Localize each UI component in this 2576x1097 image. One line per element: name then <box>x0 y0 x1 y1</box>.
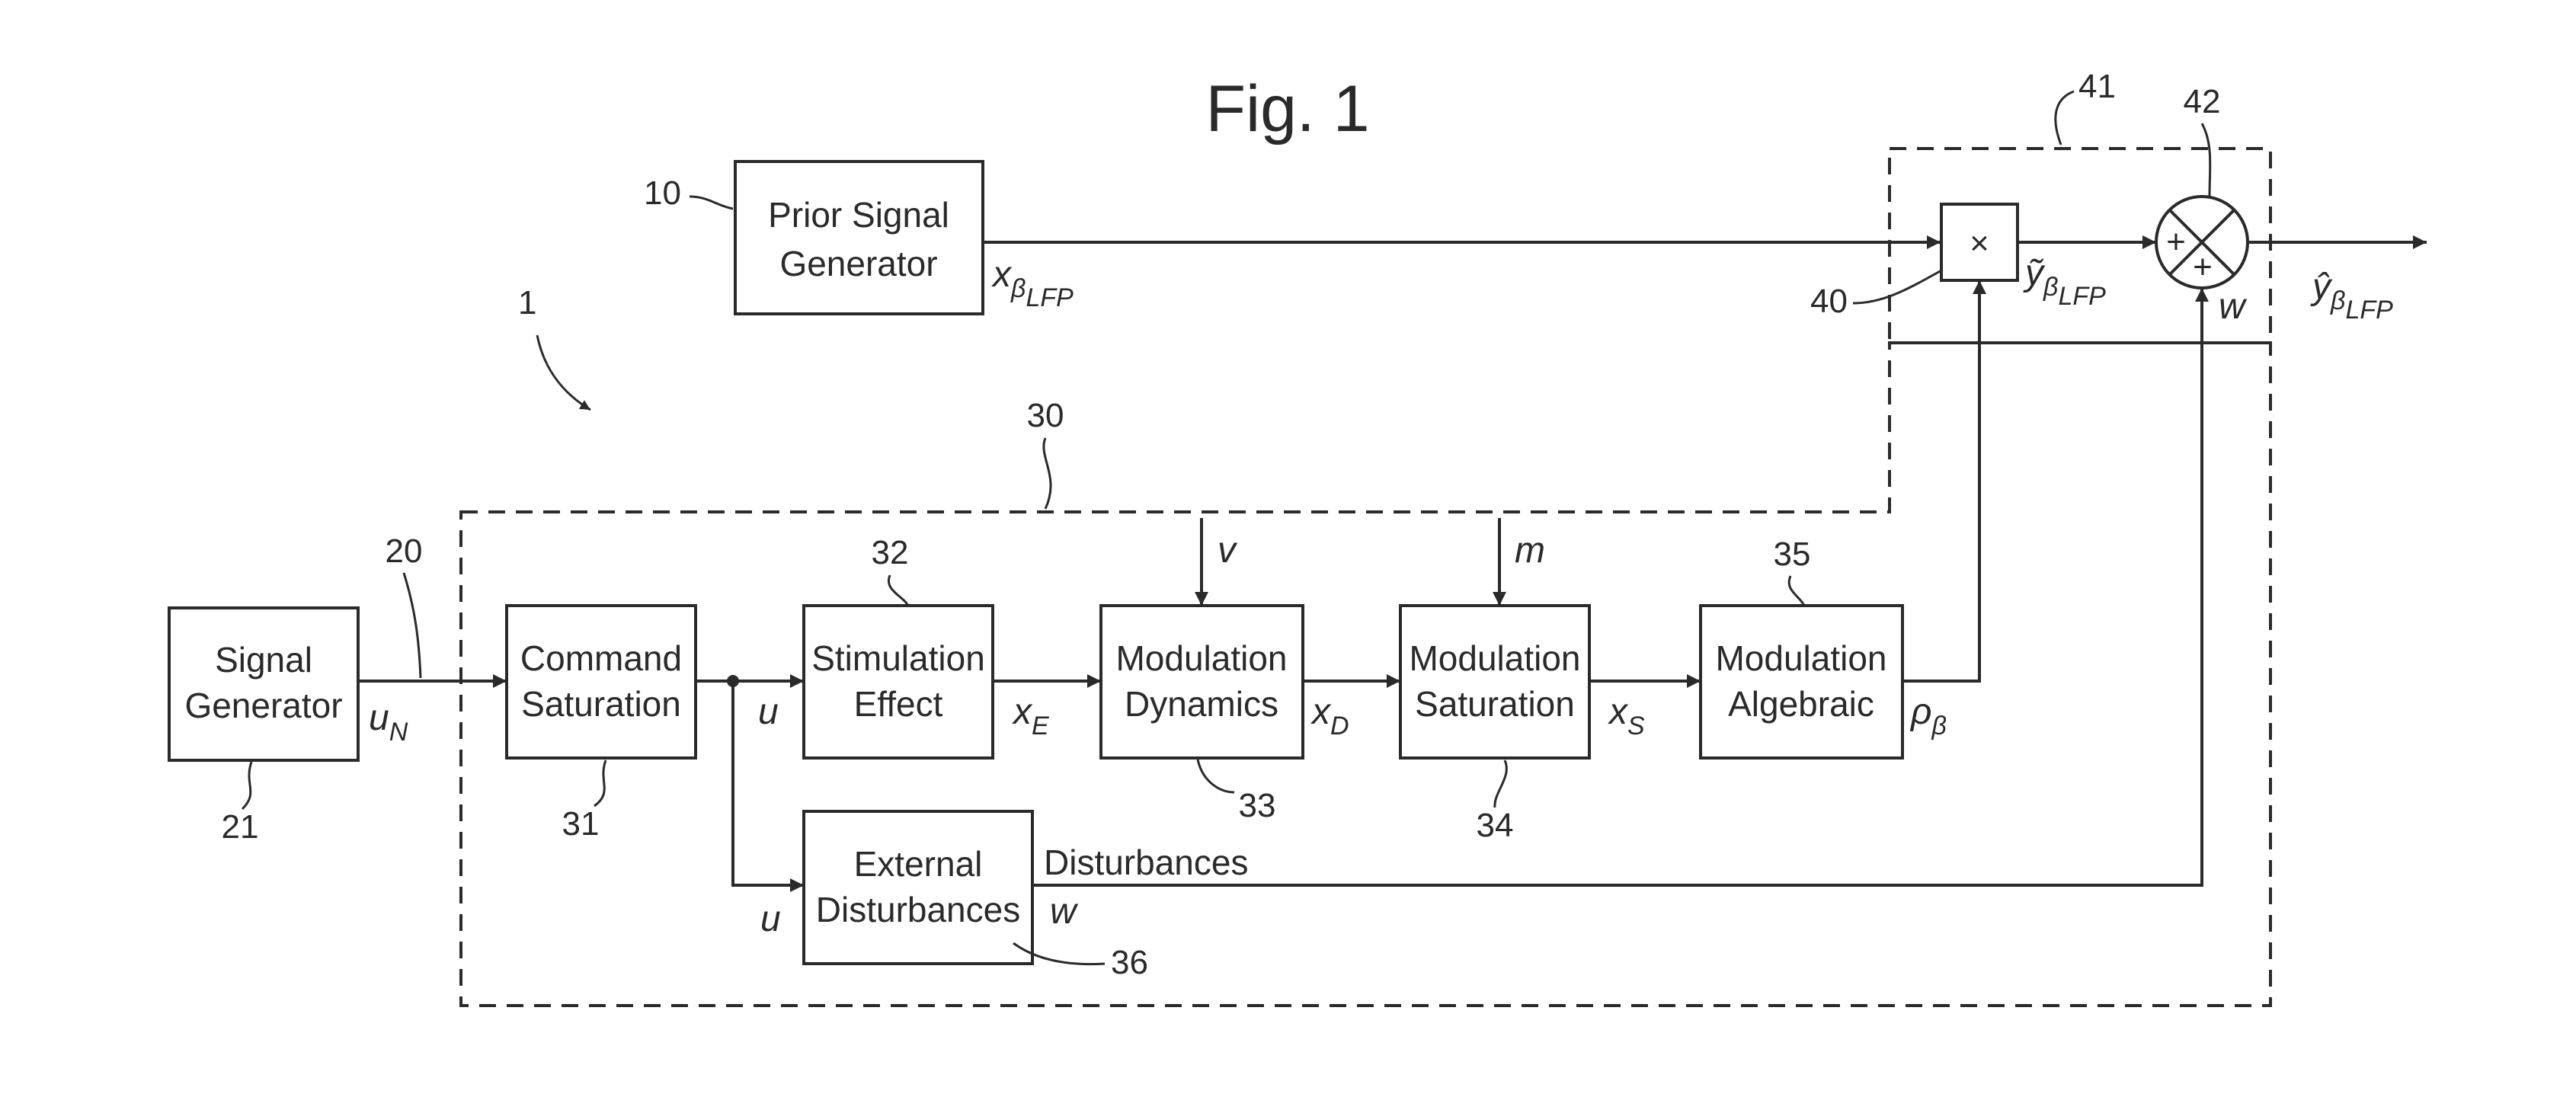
figure-title: Fig. 1 <box>1205 72 1369 146</box>
svg-text:Dynamics: Dynamics <box>1125 684 1278 724</box>
ref-1-arrow <box>536 334 591 411</box>
svg-text:External: External <box>854 844 983 884</box>
svg-text:Generator: Generator <box>184 686 342 725</box>
ref-33-label: 33 <box>1239 787 1276 824</box>
svg-text:Disturbances: Disturbances <box>816 890 1020 929</box>
svg-text:Effect: Effect <box>854 684 943 724</box>
stimulation-effect-block: Stimulation Effect <box>802 604 994 760</box>
y-hat-label: ŷβLFP <box>2310 267 2393 325</box>
m-label: m <box>1515 530 1545 571</box>
output-group-outline <box>1888 147 2272 344</box>
ref-21-leader <box>241 761 253 811</box>
v-label: v <box>1218 530 1238 571</box>
svg-text:Modulation: Modulation <box>1409 638 1580 678</box>
ref-42-label: 42 <box>2184 83 2221 120</box>
ref-31-leader <box>594 760 607 808</box>
ref-36-leader <box>1013 942 1106 966</box>
signal-generator-block: Signal Generator <box>168 606 360 762</box>
multiply-symbol: × <box>1970 225 1989 262</box>
disturbance-wire <box>1032 288 2209 887</box>
ref-30-leader <box>1042 437 1052 510</box>
ref-10-label: 10 <box>644 174 681 212</box>
svg-text:Stimulation: Stimulation <box>811 638 985 678</box>
ref-42-leader <box>2200 123 2212 197</box>
external-disturbances-block: External Disturbances <box>802 810 1034 965</box>
u-branch-label: u <box>760 899 781 939</box>
prior-signal-generator-block: Prior Signal Generator <box>734 160 984 315</box>
plant-group-outline <box>459 341 2272 1007</box>
svg-text:Algebraic: Algebraic <box>1728 684 1874 724</box>
u-main-label: u <box>758 692 779 732</box>
modulation-algebraic-block: Modulation Algebraic <box>1699 604 1904 760</box>
ref-40-label: 40 <box>1810 283 1848 320</box>
ref-41-label: 41 <box>2078 68 2116 105</box>
svg-text:Signal: Signal <box>215 640 312 680</box>
disturbances-label: Disturbances <box>1044 843 1248 882</box>
ref-31-label: 31 <box>562 805 600 843</box>
svg-text:Command: Command <box>520 638 682 678</box>
x-e-label: xE <box>1012 692 1049 740</box>
u-branch-wire <box>731 681 804 892</box>
x-d-label: xD <box>1310 692 1349 740</box>
svg-text:Prior Signal: Prior Signal <box>768 195 949 235</box>
ref-33-leader <box>1196 759 1235 794</box>
svg-text:Saturation: Saturation <box>521 684 681 724</box>
ref-35-leader <box>1787 575 1806 606</box>
ref-10-leader <box>689 195 734 210</box>
ref-32-leader <box>887 574 910 606</box>
summer-block: + + <box>2155 195 2249 289</box>
ref-34-leader <box>1493 760 1508 808</box>
svg-text:Saturation: Saturation <box>1415 684 1575 724</box>
ref-20-leader <box>402 572 422 679</box>
ref-40-leader <box>1852 269 1942 305</box>
w-sum-label: w <box>2219 286 2248 327</box>
multiplier-block: × <box>1940 203 2019 282</box>
summer-plus-bottom: + <box>2193 248 2213 286</box>
y-tilde-label: ỹβLFP <box>2023 253 2106 311</box>
summer-plus-left: + <box>2166 223 2186 261</box>
svg-text:Generator: Generator <box>779 244 937 283</box>
ref-41-leader <box>2054 90 2075 146</box>
modulation-dynamics-block: Modulation Dynamics <box>1099 604 1304 760</box>
u-n-label: uN <box>369 698 408 747</box>
command-saturation-block: Command Saturation <box>505 604 697 760</box>
x-s-label: xS <box>1608 692 1645 740</box>
svg-text:Modulation: Modulation <box>1715 638 1886 678</box>
rho-beta-wire <box>1902 280 1986 683</box>
x-beta-lfp-label: xβLFP <box>991 254 1074 312</box>
ref-30-label: 30 <box>1027 397 1064 434</box>
ref-1-label: 1 <box>518 284 536 321</box>
ref-32-label: 32 <box>872 534 909 571</box>
ref-36-label: 36 <box>1111 944 1148 981</box>
w-disturb-label: w <box>1050 891 1079 932</box>
ref-34-label: 34 <box>1477 807 1514 844</box>
rho-beta-label: ρβ <box>1909 692 1947 740</box>
ref-20-label: 20 <box>386 533 423 570</box>
ref-35-label: 35 <box>1774 536 1811 573</box>
svg-text:Modulation: Modulation <box>1115 638 1287 678</box>
ref-21-label: 21 <box>222 808 259 846</box>
modulation-saturation-block: Modulation Saturation <box>1399 604 1591 760</box>
